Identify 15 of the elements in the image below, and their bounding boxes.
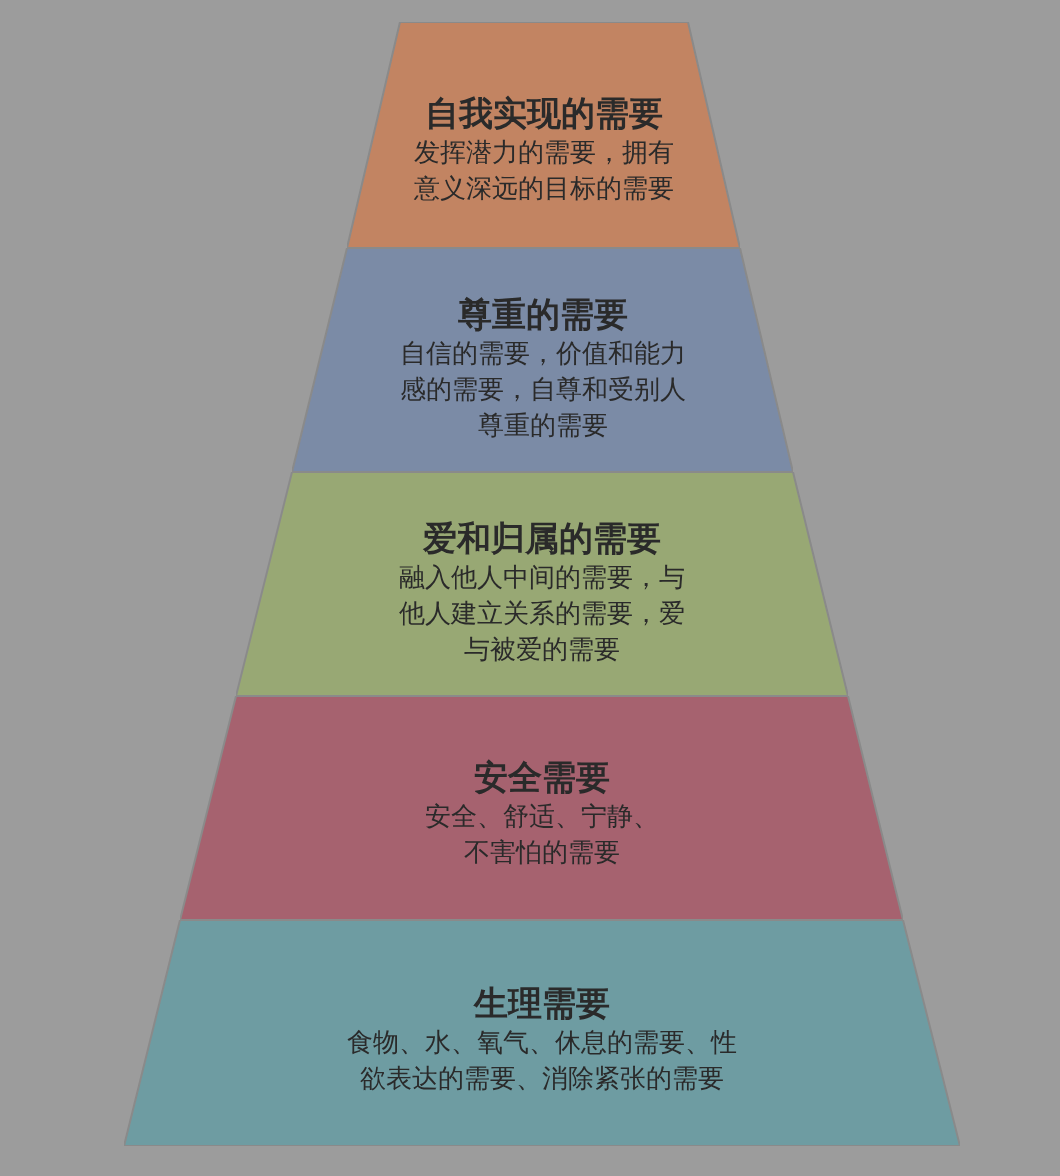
pyramid-level xyxy=(347,22,740,248)
pyramid-level xyxy=(292,248,793,472)
level-title: 自我实现的需要 xyxy=(424,92,663,134)
pyramid-level xyxy=(180,696,903,920)
pyramid-level xyxy=(236,472,848,696)
level-description: 安全、舒适、宁静、不害怕的需要 xyxy=(423,800,660,869)
level-description: 发挥潜力的需要，拥有意义深远的目标的需要 xyxy=(412,136,675,205)
level-description: 自信的需要，价值和能力感的需要，自尊和受别人尊重的需要 xyxy=(398,337,687,442)
level-title: 尊重的需要 xyxy=(457,293,628,335)
level-title: 生理需要 xyxy=(474,982,610,1024)
level-description: 融入他人中间的需要，与他人建立关系的需要，爱与被爱的需要 xyxy=(398,561,686,666)
level-title: 爱和归属的需要 xyxy=(423,517,661,559)
level-title: 安全需要 xyxy=(473,756,610,798)
level-description: 食物、水、氧气、休息的需要、性欲表达的需要、消除紧张的需要 xyxy=(346,1026,738,1095)
pyramid-level xyxy=(124,920,960,1146)
